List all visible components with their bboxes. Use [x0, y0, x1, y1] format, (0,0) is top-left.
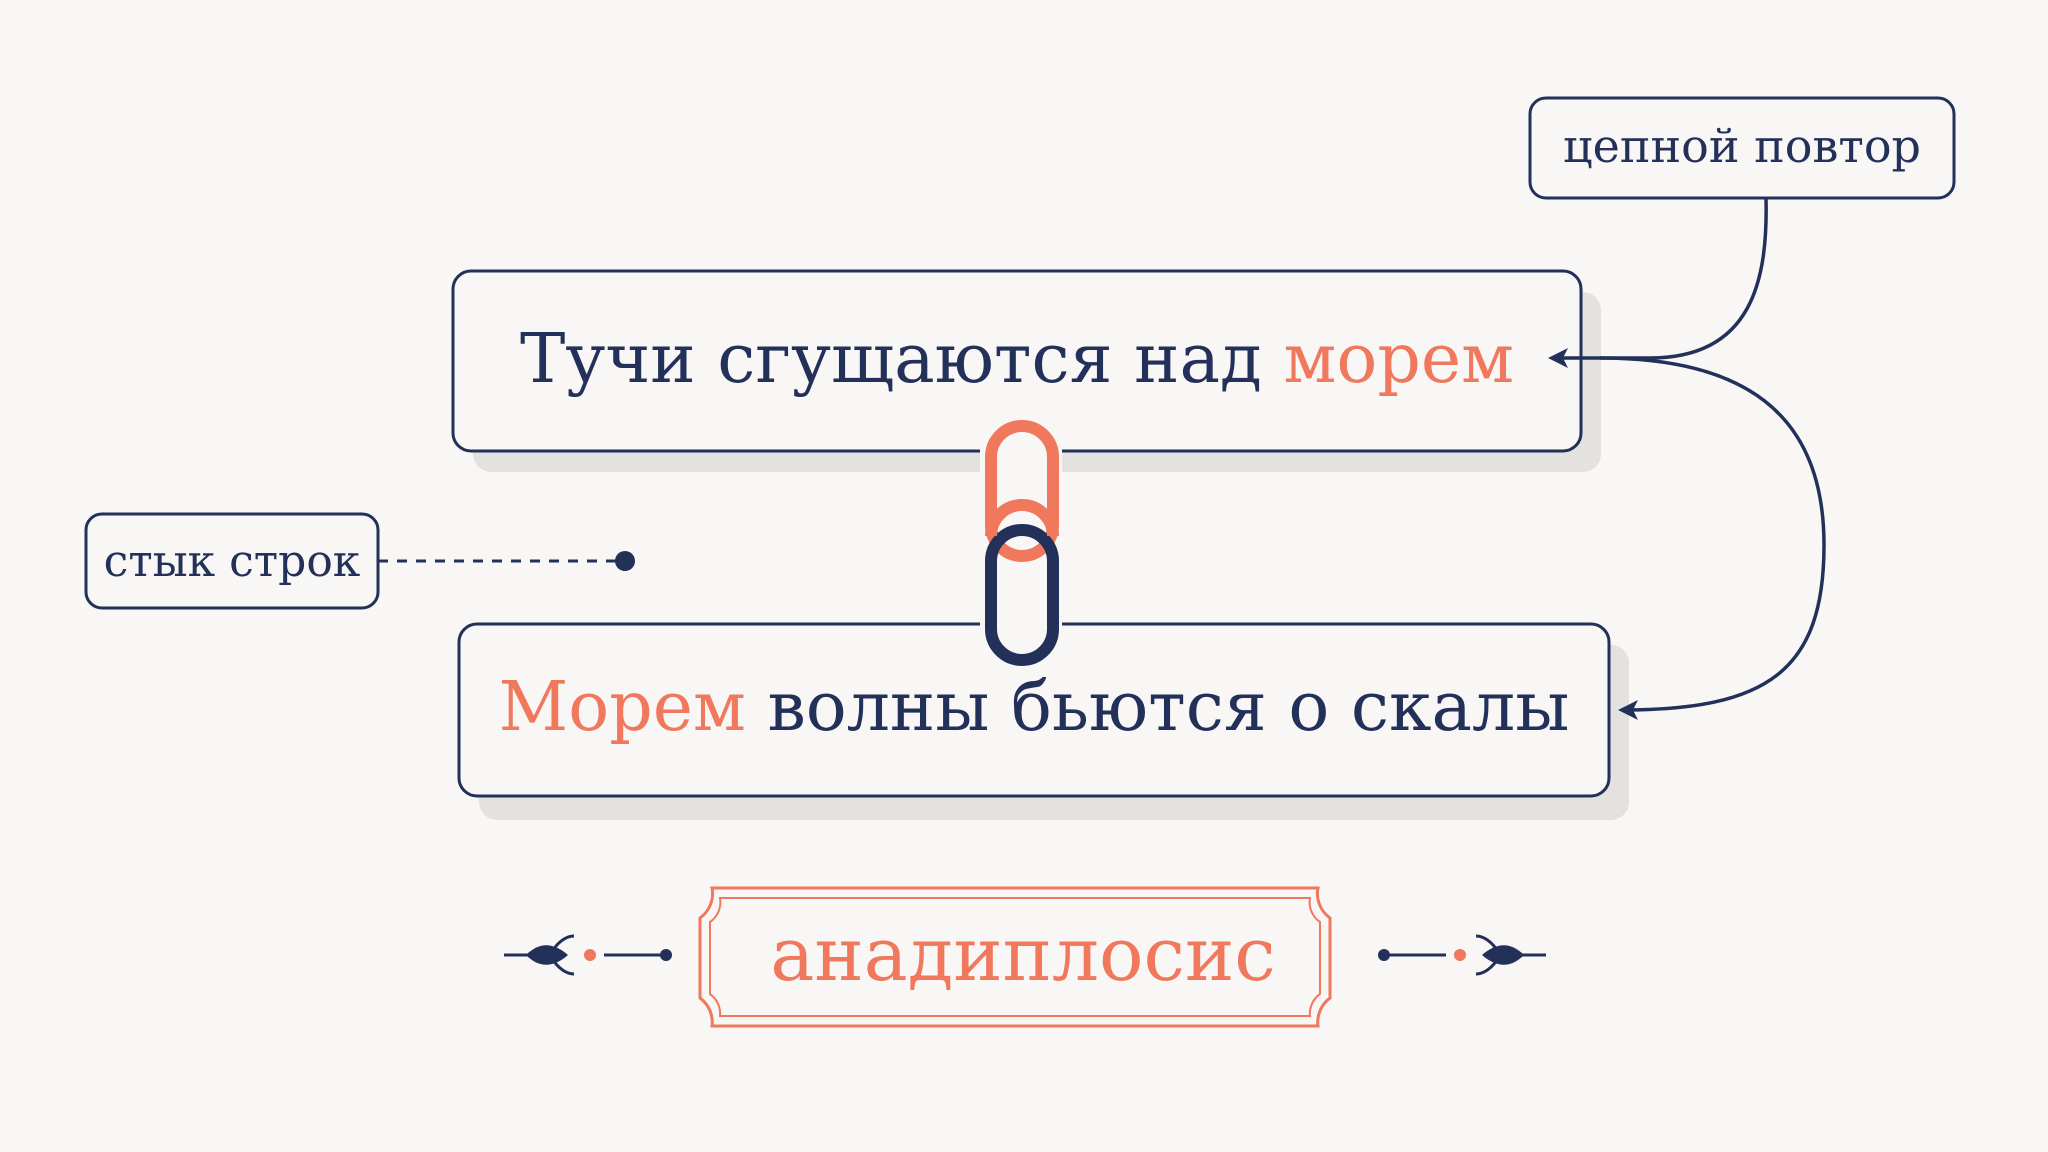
line-1-highlight: морем: [1284, 320, 1515, 399]
diagram-title: анадиплосис: [770, 912, 1276, 998]
line-1-plain: Тучи сгущаются над: [520, 320, 1284, 399]
chain-link-overlap: [985, 499, 1059, 537]
left-ornament-end: [660, 949, 672, 961]
arrow-to-line-2: [1599, 356, 1826, 720]
right-ornament-dot: [1454, 949, 1466, 961]
title-frame-inner: [709, 897, 1321, 1017]
chain-repeat-label-frame: [1528, 96, 1956, 200]
line-junction-label-text: стык строк: [104, 536, 361, 587]
chain-repeat-label-text: цепной повтор: [1563, 119, 1921, 173]
line-junction-label: стык строк: [84, 512, 380, 610]
left-ornament-dot: [584, 949, 596, 961]
line-2-plain: волны бьются о скалы: [746, 668, 1569, 747]
line-2-highlight: Морем: [499, 668, 746, 747]
left-ornament-sprig: [548, 934, 575, 976]
leaf-ornament-icon: [504, 934, 672, 976]
line-2-box: Морем волны бьются о скалы: [457, 622, 1629, 820]
line-1-box: Тучи сгущаются над морем: [451, 269, 1601, 472]
right-ornament-end: [1378, 949, 1390, 961]
chain-link-icon: [980, 420, 1062, 666]
chain-link-lower: [985, 524, 1059, 666]
arrow-to-line-1: [1548, 197, 1768, 368]
line-1-text: Тучи сгущаются над морем: [520, 320, 1514, 399]
left-ornament-leaf: [526, 945, 568, 965]
chain-repeat-label: цепной повтор: [1528, 96, 1956, 200]
title-frame-outer: [698, 886, 1332, 1028]
line-2-text: Морем волны бьются о скалы: [499, 668, 1570, 747]
title-cartouche: анадиплосис: [698, 886, 1332, 1028]
junction-point: [615, 551, 635, 571]
chain-link-upper: [985, 420, 1059, 562]
leaf-ornament-icon: [1378, 934, 1546, 976]
